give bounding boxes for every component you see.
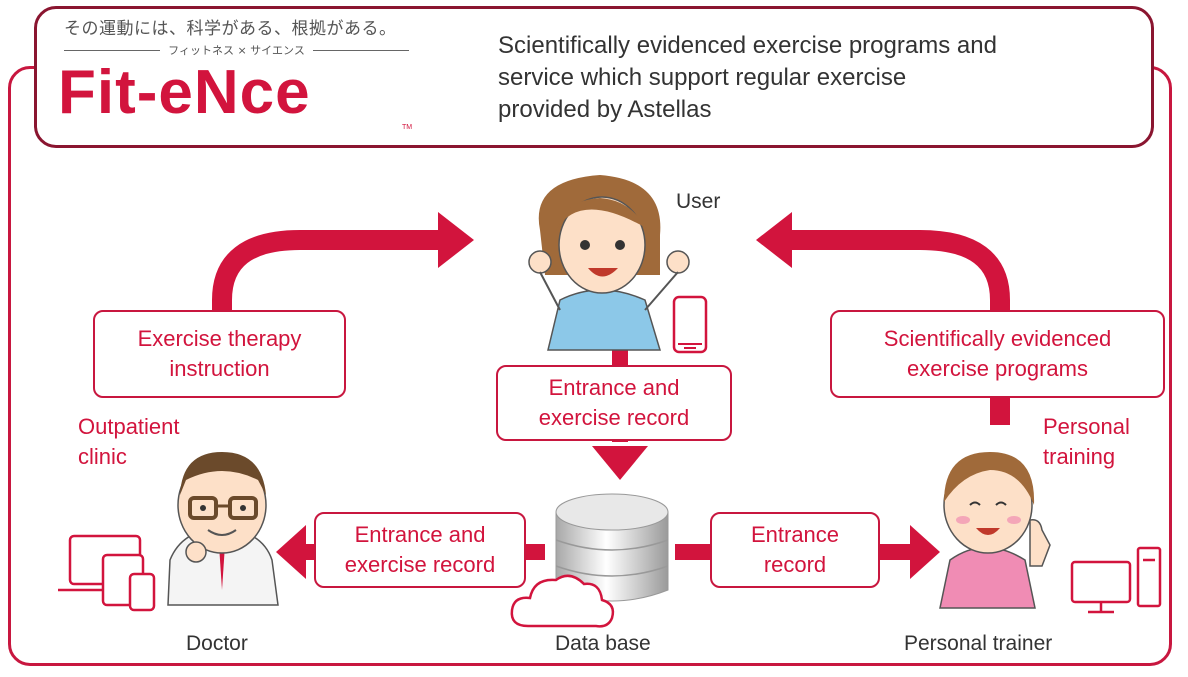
- programs-box: Scientifically evidenced exercise progra…: [830, 310, 1165, 398]
- logo-tm: TM: [402, 124, 413, 131]
- box-line: exercise programs: [907, 356, 1088, 381]
- description-line: Scientifically evidenced exercise progra…: [498, 32, 997, 59]
- desktop-icon: [1070, 546, 1162, 614]
- doctor-label: Doctor: [186, 632, 248, 655]
- box-line: exercise record: [538, 405, 690, 430]
- devices-icon: [58, 534, 156, 612]
- box-line: Scientifically evidenced: [883, 326, 1112, 351]
- arrow-head-center: [592, 446, 648, 480]
- text-line: Personal: [1043, 414, 1130, 439]
- smartphone-icon: [672, 295, 708, 354]
- box-line: record: [763, 552, 827, 577]
- subtitle-jp: フィットネス × サイエンス: [64, 42, 410, 58]
- record-center-box: Entrance and exercise record: [496, 365, 732, 441]
- arrow-head-right-top: [756, 212, 792, 268]
- subtitle-jp-text: フィットネス × サイエンス: [168, 44, 305, 57]
- database-label: Data base: [555, 632, 651, 655]
- text-line: clinic: [78, 444, 127, 469]
- box-line: exercise record: [344, 552, 496, 577]
- tagline-jp: その運動には、科学がある、根拠がある。: [64, 19, 397, 39]
- record-left-box: Entrance and exercise record: [314, 512, 526, 588]
- trainer-figure: [939, 452, 1051, 609]
- box-line: Exercise therapy: [137, 326, 302, 351]
- personal-training-label: Personal training: [1043, 412, 1130, 472]
- arrow-doctor-to-user: [212, 230, 440, 398]
- arrow-trainer-to-user: [790, 230, 1010, 425]
- arrow-head-doctor: [276, 525, 306, 579]
- header-box: [34, 6, 1154, 148]
- description-line: provided by Astellas: [498, 96, 712, 123]
- header-description: Scientifically evidenced exercise progra…: [498, 30, 1138, 126]
- box-line: Entrance: [750, 522, 840, 547]
- arrow-head-left-top: [438, 212, 474, 268]
- therapy-instruction-box: Exercise therapy instruction: [93, 310, 346, 398]
- user-figure: [528, 175, 690, 351]
- text-line: training: [1043, 444, 1116, 469]
- trainer-label: Personal trainer: [904, 632, 1053, 655]
- entrance-record-box: Entrance record: [710, 512, 880, 588]
- box-line: Entrance and: [354, 522, 486, 547]
- text-line: Outpatient: [78, 414, 180, 439]
- user-label: User: [676, 190, 721, 213]
- cloud-icon: [510, 574, 615, 628]
- box-line: Entrance and: [548, 375, 680, 400]
- outpatient-clinic-label: Outpatient clinic: [78, 412, 180, 472]
- database-icon: [555, 493, 669, 602]
- description-line: service which support regular exercise: [498, 64, 907, 91]
- box-line: instruction: [169, 356, 270, 381]
- doctor-figure: [167, 452, 279, 606]
- arrow-head-trainer: [910, 525, 940, 579]
- logo: Fit-eNce: [58, 58, 311, 127]
